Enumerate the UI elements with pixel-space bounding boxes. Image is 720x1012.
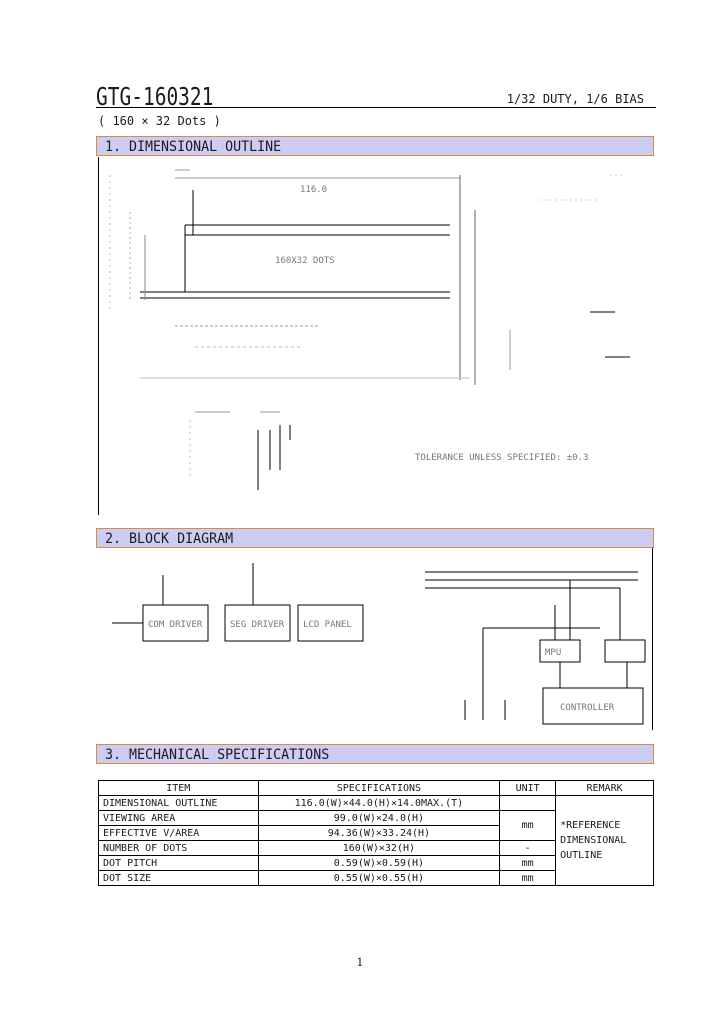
- row-spec: 99.0(W)×24.0(H): [257, 810, 501, 826]
- table-header-row: ITEM SPECIFICATIONS UNIT REMARK: [98, 780, 654, 796]
- row-spec: 0.55(W)×0.55(H): [257, 870, 501, 886]
- header-unit: UNIT: [499, 780, 557, 796]
- section-header-mechanical: 3. MECHANICAL SPECIFICATIONS: [96, 744, 654, 764]
- dots-panel-label: 160X32 DOTS: [275, 256, 335, 266]
- section-title-mechanical: 3. MECHANICAL SPECIFICATIONS: [105, 747, 330, 763]
- remark-line: DIMENSIONAL: [560, 835, 627, 846]
- block-seg-driver: SEG DRIVER: [230, 620, 285, 630]
- title-rule: [96, 107, 656, 108]
- duty-bias-label: 1/32 DUTY, 1/6 BIAS: [506, 92, 644, 106]
- row-spec: 94.36(W)×33.24(H): [257, 825, 501, 841]
- row-item: DOT PITCH: [98, 855, 259, 871]
- width-dimension-label: 116.0: [300, 185, 327, 195]
- row-item: EFFECTIVE V/AREA: [98, 825, 259, 841]
- tolerance-note: TOLERANCE UNLESS SPECIFIED: ±0.3: [415, 453, 588, 463]
- table-row: DIMENSIONAL OUTLINE 116.0(W)×44.0(H)×14.…: [98, 795, 654, 886]
- document-title: GTG-160321: [96, 82, 214, 111]
- table-row: DOT SIZE 0.55(W)×0.55(H) mm: [98, 870, 654, 886]
- row-unit: mm: [499, 810, 557, 841]
- row-item: DIMENSIONAL OUTLINE: [98, 795, 259, 811]
- row-item: VIEWING AREA: [98, 810, 259, 826]
- outline-frame-left: [98, 157, 101, 515]
- row-unit: mm: [499, 870, 557, 886]
- section-title-block: 2. BLOCK DIAGRAM: [105, 531, 234, 547]
- header-specifications: SPECIFICATIONS: [257, 780, 501, 796]
- row-item: NUMBER OF DOTS: [98, 840, 259, 856]
- page-number: 1: [356, 956, 364, 969]
- block-lcd-panel: LCD PANEL: [303, 620, 352, 630]
- header-remark: REMARK: [555, 780, 654, 796]
- section-title-outline: 1. DIMENSIONAL OUTLINE: [105, 139, 282, 155]
- block-controller: CONTROLLER: [560, 703, 615, 713]
- block-mpu: MPU: [545, 648, 561, 658]
- remark-cell: *REFERENCE DIMENSIONAL OUTLINE: [555, 795, 654, 886]
- row-unit: mm: [499, 855, 557, 871]
- row-unit: [499, 795, 557, 811]
- section-header-block: 2. BLOCK DIAGRAM: [96, 528, 654, 548]
- table-row: EFFECTIVE V/AREA 94.36(W)×33.24(H): [98, 825, 654, 841]
- block-com-driver: COM DRIVER: [148, 620, 203, 630]
- header-item: ITEM: [98, 780, 259, 796]
- block-frame-right: [652, 548, 653, 730]
- mechanical-spec-table: ITEM SPECIFICATIONS UNIT REMARK DIMENSIO…: [98, 780, 654, 886]
- row-spec: 0.59(W)×0.59(H): [257, 855, 501, 871]
- dots-subtitle: ( 160 × 32 Dots ): [98, 114, 221, 128]
- remark-line: OUTLINE: [560, 850, 603, 861]
- section-header-outline: 1. DIMENSIONAL OUTLINE: [96, 136, 654, 156]
- row-spec: 160(W)×32(H): [257, 840, 501, 856]
- remark-line: *REFERENCE: [560, 820, 621, 831]
- row-unit: -: [499, 840, 557, 856]
- row-item: DOT SIZE: [98, 870, 259, 886]
- row-spec: 116.0(W)×44.0(H)×14.0MAX.(T): [257, 795, 501, 811]
